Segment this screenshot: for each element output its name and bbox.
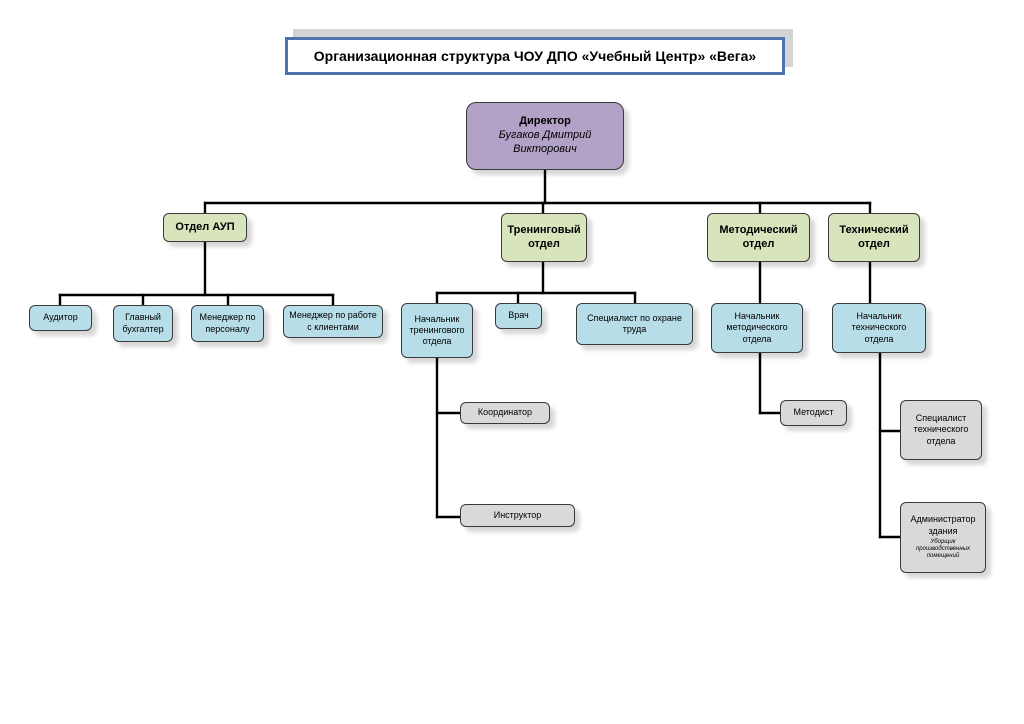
sub-tech-specialist-line3: отдела (926, 435, 956, 446)
dept-aup: Отдел АУП (163, 213, 247, 242)
director-name-line2: Викторович (513, 142, 577, 155)
director-role: Директор (519, 115, 571, 128)
staff-safety-specialist: Специалист по охране труда (576, 303, 693, 345)
sub-building-admin: Администратор здания Уборщик производств… (900, 502, 986, 573)
staff-doctor: Врач (495, 303, 542, 329)
director-name-line1: Бугаков Дмитрий (498, 129, 592, 142)
staff-hr-manager-line1: Менеджер по (199, 312, 256, 323)
staff-client-manager-line1: Менеджер по работе (289, 310, 377, 321)
staff-chief-accountant-line1: Главный (125, 312, 161, 323)
dept-methodical: Методический отдел (707, 213, 810, 262)
sub-building-admin-note-line3: помещений (926, 553, 960, 560)
dept-technical-label-1: Технический (839, 223, 909, 236)
dept-technical: Технический отдел (828, 213, 920, 262)
head-technical-line2: технического (851, 322, 907, 333)
dept-aup-label: Отдел АУП (175, 220, 235, 233)
head-technical-line1: Начальник (856, 311, 902, 322)
dept-training-label-2: отдел (528, 237, 560, 250)
staff-hr-manager-line2: персоналу (205, 323, 250, 334)
staff-chief-accountant-line2: бухгалтер (122, 323, 164, 334)
sub-instructor: Инструктор (460, 504, 575, 527)
head-training-line3: отдела (422, 336, 452, 347)
sub-tech-specialist: Специалист технического отдела (900, 400, 982, 460)
head-methodical-line3: отдела (742, 333, 772, 344)
sub-coordinator: Координатор (460, 402, 550, 424)
head-methodical-line2: методического (726, 322, 788, 333)
dept-technical-label-2: отдел (858, 237, 890, 250)
head-methodical-line1: Начальник (734, 311, 780, 322)
sub-building-admin-line2: здания (928, 525, 958, 536)
staff-safety-specialist-line2: труда (622, 324, 647, 334)
dept-methodical-label-1: Методический (719, 223, 798, 236)
sub-methodist: Методист (780, 400, 847, 426)
sub-instructor-label: Инструктор (493, 509, 542, 520)
sub-building-admin-line1: Администратор (910, 514, 976, 525)
staff-client-manager: Менеджер по работе с клиентами (283, 305, 383, 338)
director-box: Директор Бугаков Дмитрий Викторович (466, 102, 624, 170)
sub-tech-specialist-line1: Специалист (915, 413, 967, 424)
sub-building-admin-note-line1: Уборщик (930, 538, 956, 545)
dept-training: Тренинговый отдел (501, 213, 587, 262)
head-training: Начальник тренингового отдела (401, 303, 473, 358)
page-title: Организационная структура ЧОУ ДПО «Учебн… (285, 37, 785, 75)
staff-chief-accountant: Главный бухгалтер (113, 305, 173, 342)
head-training-line2: тренингового (409, 324, 465, 335)
staff-auditor-label: Аудитор (43, 312, 78, 323)
sub-building-admin-note-line2: производственных (915, 546, 971, 553)
sub-methodist-label: Методист (793, 407, 834, 418)
sub-tech-specialist-line2: технического (913, 424, 969, 435)
staff-auditor: Аудитор (29, 305, 92, 331)
sub-building-admin-note: Уборщик производственных помещений (916, 539, 970, 561)
dept-training-label-1: Тренинговый (507, 223, 581, 236)
staff-doctor-label: Врач (508, 310, 529, 321)
staff-client-manager-line2: с клиентами (307, 321, 359, 332)
head-technical: Начальник технического отдела (832, 303, 926, 353)
sub-coordinator-label: Координатор (477, 407, 533, 418)
staff-safety-specialist-line1: Специалист по охране (587, 312, 682, 323)
head-methodical: Начальник методического отдела (711, 303, 803, 353)
dept-methodical-label-2: отдел (742, 237, 775, 250)
staff-hr-manager: Менеджер по персоналу (191, 305, 264, 342)
head-training-line1: Начальник (414, 313, 460, 324)
head-technical-line3: отдела (864, 333, 894, 344)
